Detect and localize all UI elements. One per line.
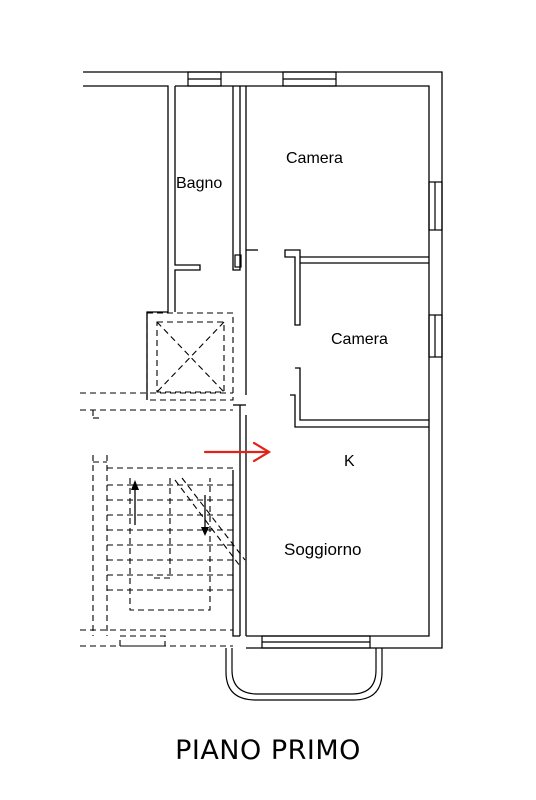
stair-down-arrow-icon	[201, 495, 209, 536]
room-label-camera-middle: Camera	[331, 331, 388, 348]
room-label-kitchen: K	[344, 453, 355, 470]
stair-up-arrow-icon	[131, 480, 139, 525]
entrance-arrow-icon	[203, 441, 272, 463]
room-label-bagno: Bagno	[176, 175, 222, 192]
walls	[83, 71, 443, 649]
room-label-camera-top: Camera	[286, 150, 343, 167]
stairwell	[80, 392, 246, 647]
ventilation-shaft-icon	[146, 312, 234, 401]
windows	[187, 71, 443, 649]
room-label-soggiorno: Soggiorno	[284, 540, 362, 559]
balcony	[225, 648, 383, 701]
floor-title: PIANO PRIMO	[175, 735, 361, 766]
